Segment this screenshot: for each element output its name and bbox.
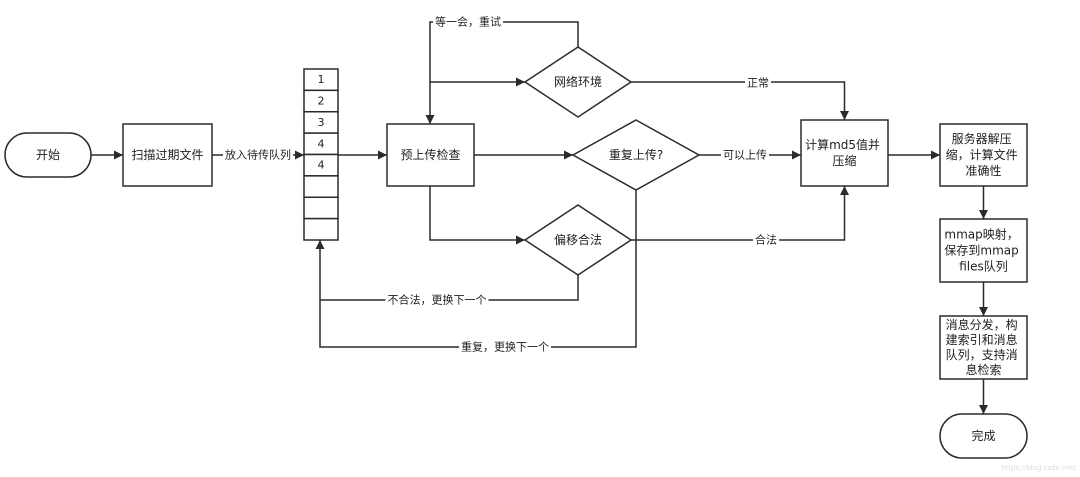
- node-start: 开始: [4, 132, 92, 178]
- queue-cell-value: 4: [318, 159, 325, 172]
- node-duplicate: 重复上传?: [571, 119, 701, 191]
- server-process-box: [939, 123, 1028, 187]
- queue-cell-value: 1: [318, 73, 325, 86]
- edge-label-background: [223, 146, 293, 163]
- legal-label: 合法: [755, 233, 777, 247]
- node-scan: 扫描过期文件: [122, 123, 213, 187]
- precheck-process-box: [386, 123, 475, 187]
- connector-line: [425, 21, 579, 124]
- offset-label: 偏移合法: [554, 232, 602, 247]
- watermark: https://blog.csdn.net/: [1001, 464, 1077, 472]
- edge-network-normal-to-md5: 正常: [631, 75, 849, 120]
- edge-label-background: [433, 13, 503, 30]
- node-server: 服务器解压 缩，计算文件 准确性: [939, 123, 1028, 187]
- can-upload-label: 可以上传: [723, 149, 767, 162]
- edge-precheck-to-offset: [429, 186, 525, 245]
- dispatch-label-line: 建索引和消息: [946, 332, 1018, 347]
- scan-process-box: [122, 123, 213, 187]
- edge-duplicate-repeat-to-queue: 重复，更换下一个: [315, 190, 637, 355]
- md5-label-line: 压缩: [832, 153, 856, 168]
- node-precheck: 预上传检查: [386, 123, 475, 187]
- connector-line: [631, 186, 849, 241]
- connector-line: [429, 186, 525, 245]
- network-decision-diamond: [523, 46, 633, 118]
- queue-cell-value: 4: [318, 137, 325, 150]
- queue-cell-value: 2: [318, 95, 325, 108]
- md5-label-line: 计算md5值并: [805, 137, 880, 152]
- server-label: 服务器解压 缩，计算文件 准确性: [946, 131, 1022, 178]
- enqueue-label: 放入待传队列: [225, 148, 291, 162]
- edge-label-background: [753, 231, 779, 248]
- duplicate-label: 重复上传?: [609, 147, 663, 162]
- dispatch-label: 消息分发，构 建索引和消息 队列，支持消 息检索: [946, 317, 1022, 377]
- dispatch-label-line: 息检索: [965, 362, 1001, 377]
- mmap-label: mmap映射， 保存到mmap files队列: [944, 227, 1022, 274]
- repeat-label: 重复，更换下一个: [461, 340, 549, 354]
- node-network: 网络环境: [523, 46, 633, 118]
- dispatch-label-line: 队列，支持消: [946, 347, 1018, 362]
- node-offset: 偏移合法: [523, 204, 633, 276]
- edge-label-background: [745, 75, 771, 91]
- precheck-label: 预上传检查: [400, 147, 460, 162]
- edge-retry-loop: 等一会，重试: [425, 13, 579, 124]
- start-terminator-shape: [4, 132, 92, 178]
- server-label-line: 服务器解压: [952, 131, 1012, 146]
- node-mmap: mmap映射， 保存到mmap files队列: [939, 218, 1028, 283]
- start-label: 开始: [36, 148, 60, 162]
- edge-label-background: [721, 147, 769, 163]
- edge-scan-to-queue: 放入待传队列: [212, 146, 304, 163]
- illegal-label: 不合法，更换下一个: [388, 293, 487, 307]
- retry-label: 等一会，重试: [435, 15, 501, 29]
- dispatch-process-box: [939, 315, 1028, 380]
- md5-process-box: [800, 119, 889, 187]
- queue-cell: [303, 196, 339, 220]
- server-label-line: 缩，计算文件: [946, 147, 1018, 162]
- node-md5: 计算md5值并 压缩: [800, 119, 889, 187]
- network-label: 网络环境: [554, 74, 602, 89]
- edge-duplicate-can-upload-to-md5: 可以上传: [699, 147, 801, 163]
- connector-line: [631, 81, 849, 120]
- scan-label: 扫描过期文件: [131, 147, 203, 162]
- dispatch-label-line: 消息分发，构: [946, 317, 1018, 332]
- queue-cell-value: 3: [318, 116, 325, 129]
- edge-offset-illegal-to-queue: 不合法，更换下一个: [320, 275, 579, 308]
- md5-label: 计算md5值并 压缩: [805, 137, 884, 168]
- server-label-line: 准确性: [965, 164, 1001, 178]
- edge-label-background: [459, 338, 551, 355]
- mmap-label-line: 保存到mmap: [944, 244, 1018, 258]
- mmap-process-box: [939, 218, 1028, 283]
- normal-label: 正常: [747, 77, 769, 90]
- finish-terminator-shape: [939, 413, 1028, 459]
- mmap-label-line: files队列: [959, 259, 1008, 274]
- edge-label-background: [385, 291, 489, 308]
- mmap-label-line: mmap映射，: [944, 227, 1018, 242]
- queue-cell: [303, 217, 339, 241]
- finish-label: 完成: [971, 428, 995, 443]
- queue-cell: [303, 175, 339, 198]
- upload-queue: 1 2 3 4 4: [303, 68, 339, 241]
- duplicate-decision-diamond: [571, 119, 701, 191]
- offset-decision-diamond: [523, 204, 633, 276]
- node-dispatch: 消息分发，构 建索引和消息 队列，支持消 息检索: [939, 315, 1028, 380]
- node-finish: 完成: [939, 413, 1028, 459]
- edge-offset-legal-to-md5: 合法: [631, 186, 849, 248]
